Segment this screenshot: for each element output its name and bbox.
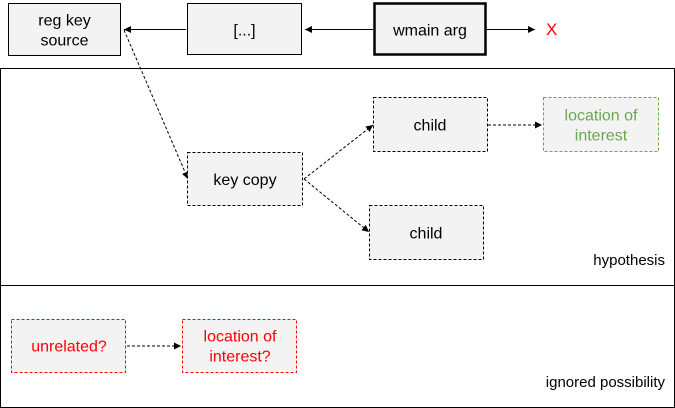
location-of-interest-node: location of interest bbox=[543, 97, 659, 152]
wmain-arg-node: wmain arg bbox=[373, 2, 487, 56]
ignored-possibility-label: ignored possibility bbox=[546, 374, 666, 391]
node-label-line: location of bbox=[565, 108, 638, 125]
node-label-line: key copy bbox=[213, 172, 276, 189]
child-bottom-node: child bbox=[369, 205, 484, 260]
node-label-line: child bbox=[414, 118, 447, 135]
ellipsis-node: [...] bbox=[187, 3, 302, 55]
location-of-interest-question-node: location of interest? bbox=[182, 319, 297, 373]
node-label-line: wmain arg bbox=[392, 23, 467, 40]
key-copy-node: key copy bbox=[187, 152, 303, 206]
hypothesis-label: hypothesis bbox=[593, 252, 665, 269]
node-label-line: [...] bbox=[233, 23, 255, 40]
dead-end-x-mark: X bbox=[546, 20, 557, 39]
node-label-line: interest? bbox=[209, 349, 270, 366]
node-label-line: unrelated? bbox=[31, 339, 107, 356]
unrelated-node: unrelated? bbox=[11, 319, 126, 373]
node-label-line: source bbox=[40, 33, 88, 50]
node-label-line: location of bbox=[204, 329, 277, 346]
node-label-line: child bbox=[410, 226, 443, 243]
reg-key-source-node: reg key source bbox=[8, 3, 121, 56]
node-label-line: reg key bbox=[38, 13, 90, 30]
node-label-line: interest bbox=[575, 128, 628, 145]
child-top-node: child bbox=[373, 97, 488, 152]
edge-reg-key-source-to-key-copy bbox=[123, 29, 189, 180]
edge-key-copy-to-child-bottom bbox=[303, 178, 370, 233]
